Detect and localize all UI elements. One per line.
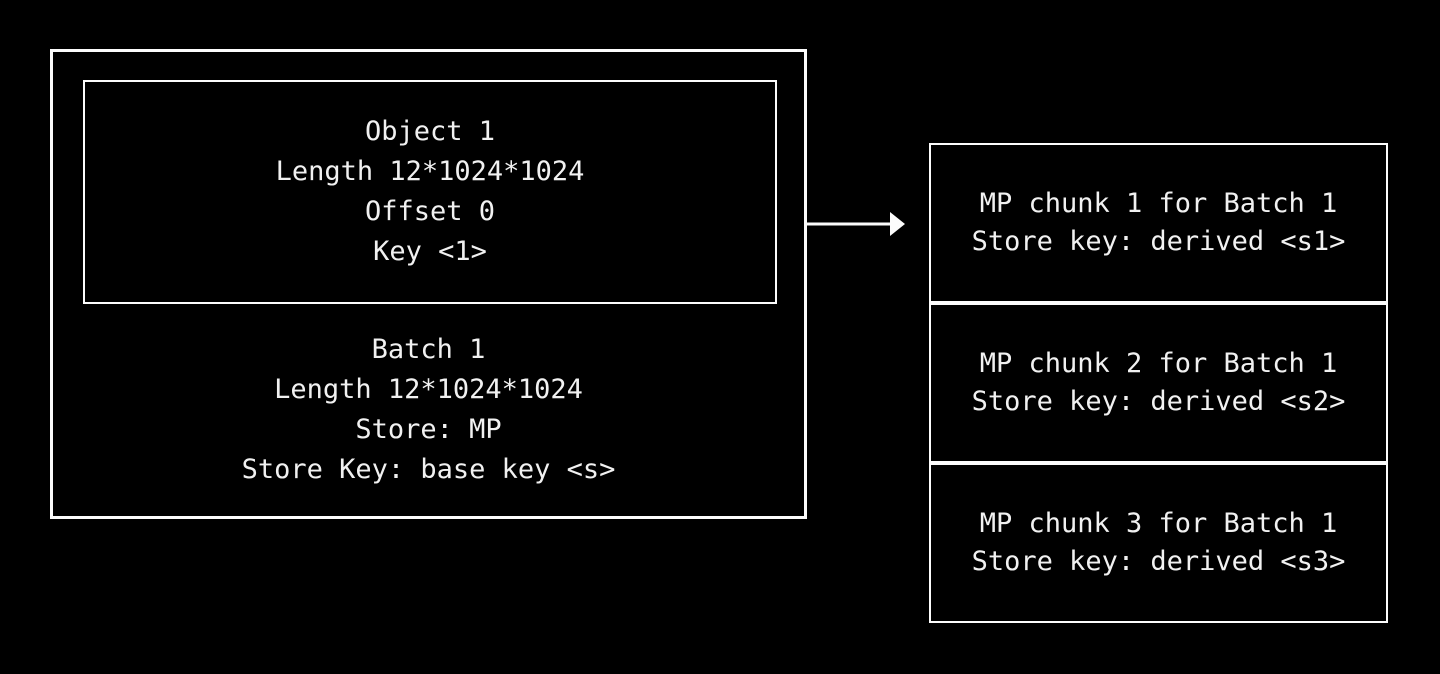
object-box: Object 1 Length 12*1024*1024 Offset 0 Ke…: [83, 80, 777, 304]
batch-box: Object 1 Length 12*1024*1024 Offset 0 Ke…: [50, 49, 807, 519]
mp-chunk-3-title: MP chunk 3 for Batch 1: [979, 508, 1338, 539]
object-key: Key <1>: [373, 236, 487, 267]
arrow-right-icon: [806, 209, 906, 239]
mp-chunk-2-title: MP chunk 2 for Batch 1: [979, 348, 1338, 379]
object-offset: Offset 0: [364, 196, 496, 227]
mp-chunk-box-1: MP chunk 1 for Batch 1 Store key: derive…: [929, 143, 1388, 303]
batch-store: Store: MP: [355, 414, 502, 445]
batch-length: Length 12*1024*1024: [274, 374, 583, 405]
mp-chunk-box-3: MP chunk 3 for Batch 1 Store key: derive…: [929, 463, 1388, 623]
mp-chunk-box-2: MP chunk 2 for Batch 1 Store key: derive…: [929, 303, 1388, 463]
mp-chunk-1-title: MP chunk 1 for Batch 1: [979, 188, 1338, 219]
mp-chunk-2-store-key: Store key: derived <s2>: [971, 386, 1346, 417]
batch-store-key: Store Key: base key <s>: [241, 454, 616, 485]
mp-chunk-3-store-key: Store key: derived <s3>: [971, 546, 1346, 577]
mp-chunk-1-store-key: Store key: derived <s1>: [971, 226, 1346, 257]
batch-title: Batch 1: [371, 334, 486, 365]
object-length: Length 12*1024*1024: [275, 156, 585, 187]
batch-info: Batch 1 Length 12*1024*1024 Store: MP St…: [53, 304, 804, 516]
mp-chunk-column: MP chunk 1 for Batch 1 Store key: derive…: [929, 143, 1388, 623]
object-title: Object 1: [364, 116, 496, 147]
